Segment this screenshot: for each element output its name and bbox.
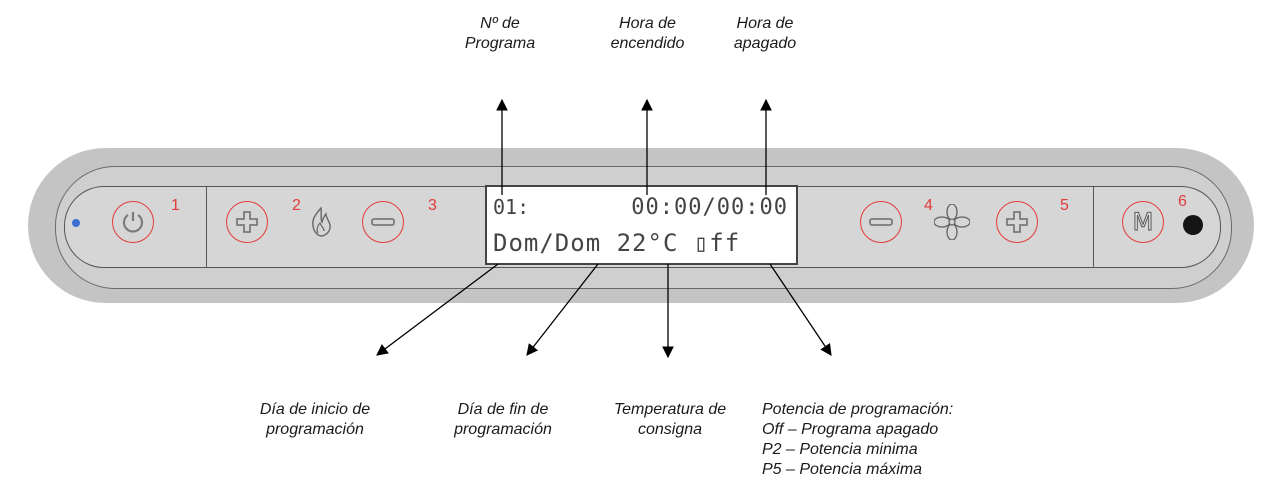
lcd-on-off-time: 00:00/00:00 [631,195,788,220]
label-power-p5: P5 – Potencia máxima [762,461,923,478]
flame-plus-button[interactable] [226,201,268,243]
menu-button[interactable]: M [1122,201,1164,243]
button-number-1: 1 [171,197,180,214]
menu-label: M [1132,207,1154,236]
button-number-4: 4 [924,197,933,214]
lcd-display: 01: 00:00/00:00 Dom/Dom 22°C ▯ff [485,185,798,265]
button-number-2: 2 [292,197,301,214]
label-power-p2: P2 – Potencia minima [762,441,918,458]
label-start-day: Día de inicio de programación [259,401,371,438]
plus-icon [1006,211,1028,233]
minus-icon [869,218,893,226]
power-button[interactable] [112,201,154,243]
label-on-time: Hora de encendido [610,15,685,52]
fan-icon [934,204,970,240]
flame-icon [312,206,331,237]
button-number-3: 3 [428,197,437,214]
button-number-5: 5 [1060,197,1069,214]
fan-plus-button[interactable] [996,201,1038,243]
power-icon [122,212,144,233]
label-end-day: Día de fin de programación [454,401,552,438]
lcd-days-temp-power: Dom/Dom 22°C ▯ff [493,229,741,257]
divider [206,187,207,267]
label-program-number: Nº de Programa [464,15,536,52]
status-led [72,219,80,227]
plus-icon [236,211,258,233]
label-power-off: Off – Programa apagado [762,421,939,438]
flame-minus-button[interactable] [362,201,404,243]
lcd-program-number: 01: [493,195,530,219]
button-number-6: 6 [1178,193,1187,210]
minus-icon [371,218,395,226]
divider [1093,187,1094,267]
sensor-dot [1183,215,1203,235]
fan-minus-button[interactable] [860,201,902,243]
label-power-title: Potencia de programación: [762,401,954,418]
label-set-temperature: Temperatura de consigna [613,401,727,438]
label-off-time: Hora de apagado [733,15,797,52]
